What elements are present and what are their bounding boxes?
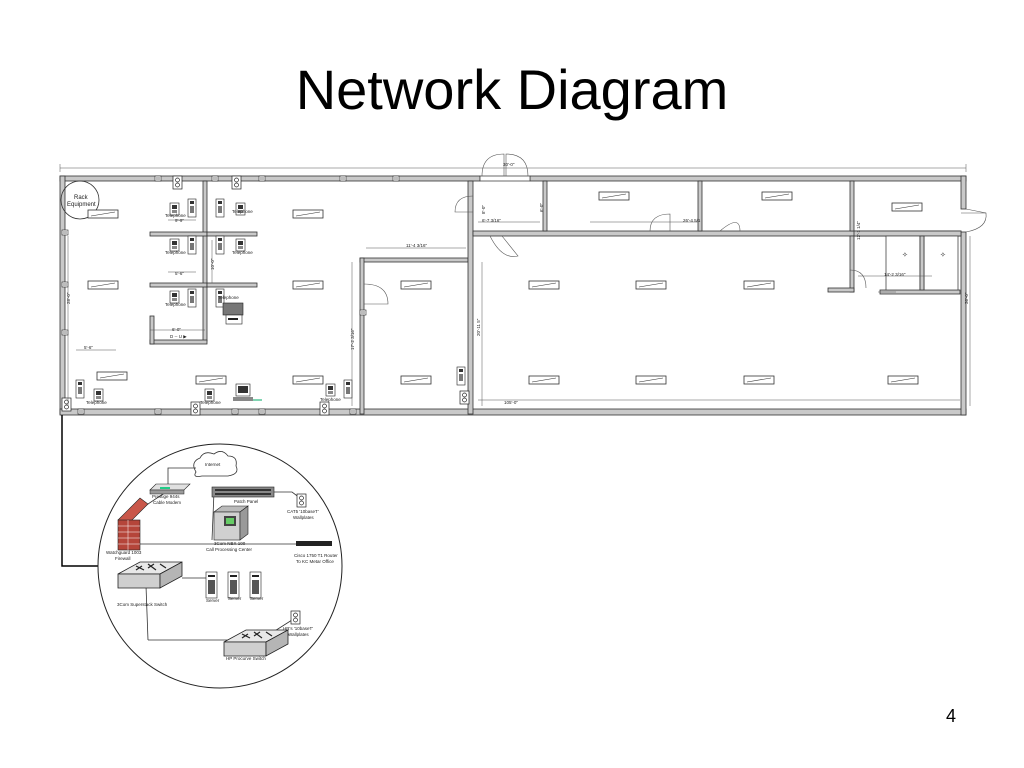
dim-17-2: 17'-2 3/16" xyxy=(350,328,355,350)
east-wall-lower xyxy=(960,231,967,416)
patch-panel-label: Patch Panel xyxy=(234,499,258,504)
router-label-2: To KC Metar Office xyxy=(296,559,334,564)
server-icon xyxy=(249,571,262,599)
office-wall-h1 xyxy=(149,231,208,237)
dimensions: 9'-9" 5'-6" 6'-0" D -- U ▶ 5'-6" 10'-0" … xyxy=(66,162,971,406)
call-processing-center-icon xyxy=(213,505,249,541)
internet-label: Internet xyxy=(205,462,221,467)
3com-switch-icon xyxy=(117,561,183,589)
cable-modem-icon xyxy=(149,483,191,495)
phone-label: Telephone xyxy=(165,250,186,255)
hr-wallplates-label-1: HR's '10baseT' xyxy=(283,626,313,631)
svg-text:✧: ✧ xyxy=(902,251,908,259)
rack-equipment-area xyxy=(60,180,100,220)
rack-connector-line xyxy=(61,415,100,567)
firewall-icon xyxy=(117,497,149,551)
printer-icon xyxy=(222,302,244,325)
svg-text:✧: ✧ xyxy=(940,251,946,259)
dim-6-7: 6'-7 3/16" xyxy=(482,218,501,223)
3com-switch-label: 3Com Superstack Switch xyxy=(117,602,168,607)
server-label: Server xyxy=(250,596,264,601)
phone-label: Telephone xyxy=(200,400,221,405)
call-center-label-2: Call Processing Center xyxy=(206,547,253,552)
cat5-wallplate-icon xyxy=(296,493,307,508)
hp-switch-label: HP Procurve Switch xyxy=(226,656,266,661)
north-wall-west xyxy=(59,175,481,182)
slide-number: 4 xyxy=(946,706,957,726)
dim-6-0b: 6'-0" xyxy=(539,203,544,212)
cat5-label-1: CAT5 '10baseT' xyxy=(287,509,319,514)
west-wall xyxy=(59,175,66,415)
north-wall-east xyxy=(529,175,967,182)
phone-label: Telephone xyxy=(165,213,186,218)
phone-label: Telephone xyxy=(320,397,341,402)
dim-10-0: 10'-0" xyxy=(210,258,215,270)
hr-wallplate-icon xyxy=(290,610,301,625)
call-center-label-1: 3Com NBX 100 xyxy=(214,541,246,546)
router-label-1: Cisco 1750 T1 Router xyxy=(294,553,338,558)
dim-26-4: 26'-4 5/1 xyxy=(683,218,701,223)
dim-8-0: 8'-0" xyxy=(481,205,486,214)
server-icon xyxy=(205,571,218,599)
network-diagram: Internet Prestige 944s Cable Modem xyxy=(97,443,343,689)
dim-5-6b: 5'-6" xyxy=(84,345,93,350)
internet-cloud-icon xyxy=(193,451,238,477)
computer-icon xyxy=(233,383,262,401)
rack-label-2: Equipment xyxy=(67,202,96,208)
dim-12-1: 12'-1 1/4" xyxy=(856,221,861,240)
server-label: Server xyxy=(206,598,220,603)
dim-6-0: 6'-0" xyxy=(172,327,181,332)
dim-30-0: 30'-0" xyxy=(503,162,515,167)
hp-procurve-switch-icon xyxy=(223,629,289,657)
router-icon xyxy=(296,541,332,546)
dim-36-0: 36'-0" xyxy=(964,292,969,304)
patch-panel-icon xyxy=(211,486,275,498)
dim-11-4: 11'-4 3/16" xyxy=(406,243,428,248)
office-wall-vertical xyxy=(202,180,208,342)
server-label: Server xyxy=(228,596,242,601)
phone-label: Telephone xyxy=(232,250,253,255)
dim-14-2: 14'-2 3/16" xyxy=(884,272,906,277)
modem-label-1: Prestige 944s xyxy=(152,494,180,499)
phone-label: Telephone xyxy=(218,295,239,300)
east-wall-upper xyxy=(960,175,967,210)
phone-label: Telephone xyxy=(232,209,253,214)
firewall-label-1: Watchguard 1003 xyxy=(106,550,142,555)
server-icon xyxy=(227,571,240,599)
center-room-top-wall xyxy=(359,257,469,263)
phone-label: Telephone xyxy=(86,400,107,405)
modem-label-2: Cable Modem xyxy=(153,500,181,505)
cat5-label-2: Wallplates xyxy=(293,515,314,520)
dim-28-0: 28'-0" xyxy=(66,292,71,304)
center-room-west-wall xyxy=(359,257,365,415)
dim-105: 105'-0" xyxy=(504,400,518,405)
floor-plan: ✧ ✧ Rack Equipment xyxy=(59,153,987,416)
firewall-label-2: Firewall xyxy=(115,556,131,561)
dim-9-9: 9'-9" xyxy=(175,218,184,223)
dim-5-6: 5'-6" xyxy=(175,271,184,276)
dim-measure: D -- U ▶ xyxy=(170,334,187,339)
phone-label: Telephone xyxy=(165,302,186,307)
rack-label: Rack xyxy=(74,195,89,201)
light-fixtures xyxy=(87,191,923,385)
slide-title: Network Diagram xyxy=(295,58,729,121)
hr-wallplates-label-2: Wallplates xyxy=(288,632,309,637)
telephones xyxy=(75,198,466,402)
dim-20-11: 20'-11 5" xyxy=(476,318,481,336)
